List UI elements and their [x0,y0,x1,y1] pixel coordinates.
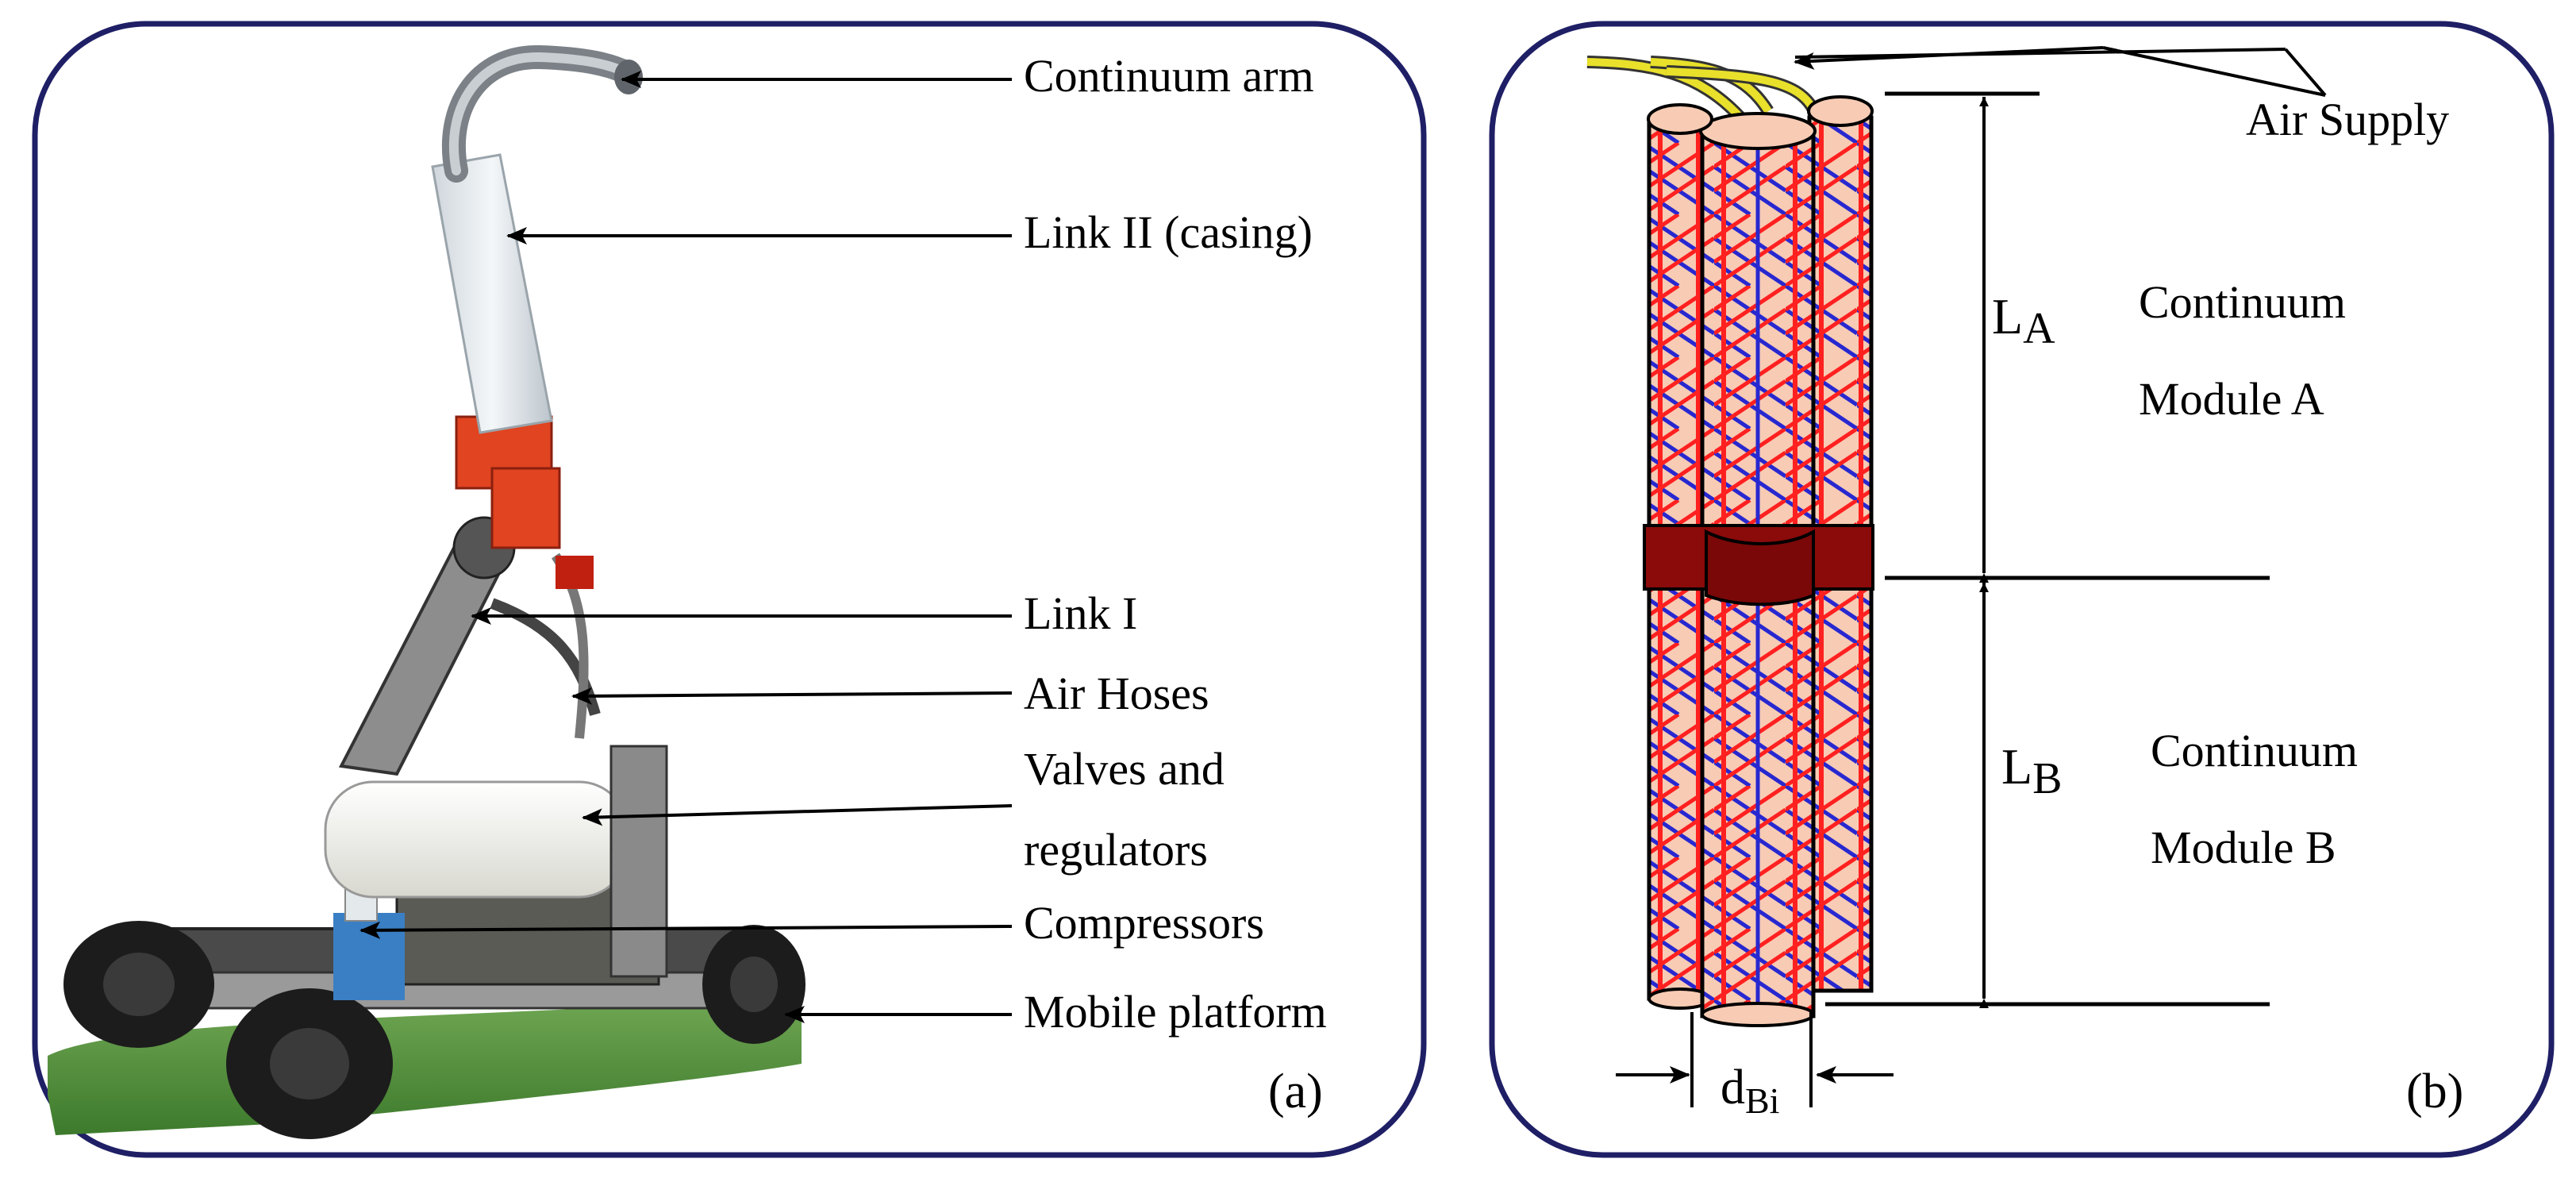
label-continuum-arm: Continuum arm [1024,50,1314,102]
panel-a-letter: (a) [1268,1065,1323,1118]
label-lb-sub: B [2032,754,2062,803]
label-valves-line1: Valves and [1024,743,1225,795]
label-module-a-line1: Continuum [2139,276,2346,328]
panel-a: Continuum arm Link II (casing) Link I Ai… [32,21,1427,1158]
label-module-b-line1: Continuum [2151,725,2358,776]
label-la-sub: A [2023,304,2055,353]
wheel-rear-right [702,925,805,1044]
label-air-supply: Air Supply [2246,94,2449,145]
valve-tank [324,780,629,899]
label-la: LA [1992,288,2055,353]
label-link-i: Link I [1024,587,1137,639]
panel-a-frame [32,21,1427,1158]
label-lb-main: L [2001,738,2032,795]
label-dbi: dBi [1721,1061,1779,1121]
right-post [609,745,668,978]
label-link-ii: Link II (casing) [1024,206,1313,258]
panel-b-frame [1489,21,2555,1158]
dimension-lines [1616,46,2327,1107]
wheel-front-left [226,988,393,1139]
robot-photo [48,44,805,1139]
panel-b: Air Supply LA Continuum Module A LB Cont… [1489,21,2555,1158]
wheel-rear-left [63,921,214,1048]
module-junction-band [1643,524,1874,606]
label-valves-line2: regulators [1024,824,1208,876]
panel-b-letter: (b) [2406,1065,2463,1118]
label-module-a-line2: Module A [2139,373,2324,425]
label-dbi-main: d [1721,1061,1745,1115]
label-la-main: L [1992,288,2023,345]
compressor-unit [333,913,405,1000]
label-mobile-platform: Mobile platform [1024,986,1327,1038]
air-supply-hoses [1586,56,1820,124]
label-air-hoses: Air Hoses [1024,668,1209,719]
callout-arrows [359,71,1013,1023]
label-compressors: Compressors [1024,897,1264,949]
link-ii-casing [431,153,553,434]
label-lb: LB [2001,738,2062,803]
label-dbi-sub: Bi [1745,1080,1779,1121]
label-module-b-line2: Module B [2151,822,2336,873]
